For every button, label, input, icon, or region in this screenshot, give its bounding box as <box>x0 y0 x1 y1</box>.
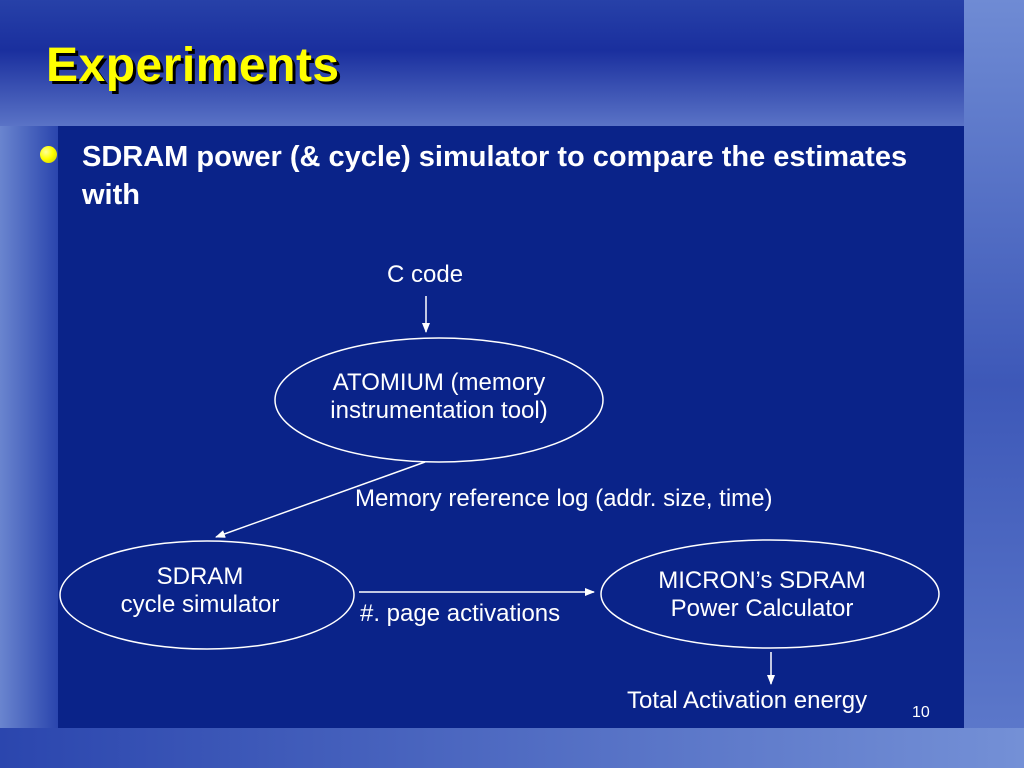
micron-node-shape <box>600 539 940 649</box>
right-band <box>964 0 1024 768</box>
bullet-icon <box>40 146 57 163</box>
total-energy-label: Total Activation energy <box>627 687 868 714</box>
arrow-atomium-to-sdram <box>215 461 426 538</box>
c-code-label: C code <box>387 261 464 288</box>
atomium-node-shape <box>274 337 604 463</box>
micron-label-line1: MICRON’s SDRAM <box>658 567 866 594</box>
atomium-label-line1: ATOMIUM (memory <box>332 369 546 396</box>
sdram-node: SDRAM cycle simulator <box>80 563 320 619</box>
memory-log-label: Memory reference log (addr. size, time) <box>355 485 773 512</box>
header-band <box>0 0 1024 126</box>
sdram-node-shape <box>59 540 355 650</box>
content-area <box>58 126 964 728</box>
page-activations-label: #. page activations <box>360 600 561 627</box>
micron-node: MICRON’s SDRAM Power Calculator <box>612 567 912 623</box>
atomium-node: ATOMIUM (memory instrumentation tool) <box>289 369 589 425</box>
micron-label-line2: Power Calculator <box>670 595 854 622</box>
bottom-band <box>0 728 1024 768</box>
page-number: 10 <box>912 704 930 721</box>
sdram-label-line1: SDRAM <box>156 563 244 590</box>
left-band <box>0 126 58 768</box>
bullet-text: SDRAM power (& cycle) simulator to compa… <box>82 141 908 211</box>
slide-title: Experiments <box>46 39 340 92</box>
sdram-label-line2: cycle simulator <box>120 591 280 618</box>
atomium-label-line2: instrumentation tool) <box>330 397 548 424</box>
